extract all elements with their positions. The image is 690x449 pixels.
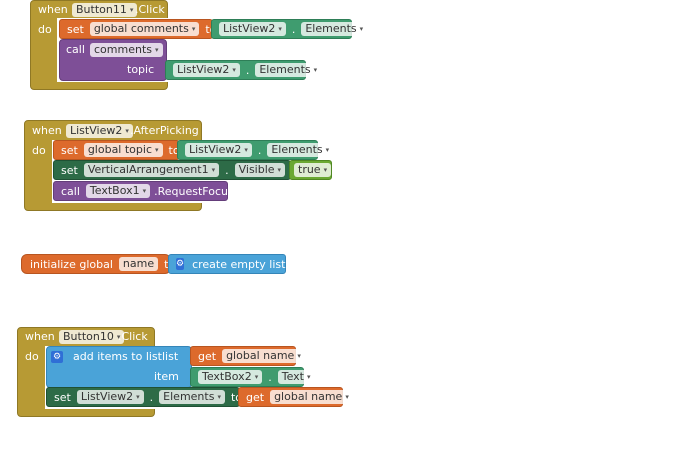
event-name-click: .Click — [135, 3, 165, 16]
listview2-elements-getter[interactable]: ListView2▾ . Elements▾ — [211, 19, 368, 39]
topic-label: topic — [127, 63, 155, 76]
true-boolean-block[interactable]: true▾ — [289, 160, 332, 180]
component-dropdown-listview2[interactable]: ListView2▾ — [66, 124, 133, 138]
get-global-name-block[interactable]: get global name▾ — [190, 346, 305, 366]
call-comments-block[interactable]: call comments▾ topic — [59, 39, 167, 81]
property-dropdown-elements[interactable]: Elements▾ — [159, 390, 225, 404]
component-dropdown-textbox1[interactable]: TextBox1▾ — [85, 184, 151, 198]
do-label: do — [38, 23, 52, 36]
component-dropdown-listview2[interactable]: ListView2▾ — [173, 63, 240, 77]
component-dropdown-button11[interactable]: Button11▾ — [72, 3, 138, 17]
component-dropdown-listview2[interactable]: ListView2▾ — [185, 143, 252, 157]
call-textbox1-requestfocus-block[interactable]: call TextBox1▾ .RequestFocus — [53, 181, 234, 201]
component-dropdown-verticalarrangement1[interactable]: VerticalArrangement1▾ — [83, 163, 220, 177]
when-label: when — [25, 330, 55, 343]
variable-dropdown-global-topic[interactable]: global topic▾ — [83, 143, 163, 157]
method-name-requestfocus: .RequestFocus — [154, 184, 234, 198]
boolean-dropdown-true[interactable]: true▾ — [294, 163, 332, 177]
do-label: do — [32, 144, 46, 157]
set-verticalarrangement1-visible-block[interactable]: set VerticalArrangement1▾ . Visible▾ to — [53, 160, 302, 180]
get-global-name-block-2[interactable]: get global name▾ — [238, 387, 353, 407]
property-dropdown-elements[interactable]: Elements▾ — [301, 22, 368, 36]
gear-icon[interactable]: ⚙ — [176, 258, 185, 270]
component-dropdown-listview2[interactable]: ListView2▾ — [76, 390, 144, 404]
item-label: item — [154, 370, 179, 383]
initialize-global-name-block[interactable]: initialize global name to — [21, 254, 175, 274]
add-items-to-list-block[interactable]: ⚙ add items to list list item — [46, 346, 192, 388]
event-name-click: .Click — [118, 330, 148, 343]
event-name-afterpicking: .AfterPicking — [130, 124, 199, 137]
set-listview2-elements-block[interactable]: set ListView2▾ . Elements▾ to — [46, 387, 242, 407]
do-label: do — [25, 350, 39, 363]
textbox2-text-getter[interactable]: TextBox2▾ . Text▾ — [190, 367, 315, 387]
property-dropdown-visible[interactable]: Visible▾ — [234, 163, 286, 177]
component-dropdown-button10[interactable]: Button10▾ — [59, 330, 125, 344]
list-label: list — [162, 350, 179, 363]
when-label: when — [32, 124, 62, 137]
component-dropdown-listview2[interactable]: ListView2▾ — [219, 22, 286, 36]
variable-dropdown-global-name[interactable]: global name▾ — [270, 390, 353, 404]
set-global-comments-block[interactable]: set global comments▾ to — [59, 19, 216, 39]
property-dropdown-elements[interactable]: Elements▾ — [267, 143, 334, 157]
component-dropdown-textbox2[interactable]: TextBox2▾ — [198, 370, 263, 384]
listview2-elements-getter[interactable]: ListView2▾ . Elements▾ — [177, 140, 334, 160]
property-dropdown-text[interactable]: Text▾ — [277, 370, 315, 384]
when-label: when — [38, 3, 68, 16]
variable-name-field[interactable]: name — [118, 257, 159, 271]
variable-dropdown-global-name[interactable]: global name▾ — [222, 349, 305, 363]
property-dropdown-elements[interactable]: Elements▾ — [255, 63, 322, 77]
procedure-dropdown-comments[interactable]: comments▾ — [90, 43, 163, 57]
gear-icon[interactable]: ⚙ — [51, 351, 63, 363]
create-empty-list-block[interactable]: ⚙ create empty list — [168, 254, 286, 274]
topic-listview2-elements-getter[interactable]: ListView2▾ . Elements▾ — [165, 60, 322, 80]
set-global-topic-block[interactable]: set global topic▾ to — [53, 140, 180, 160]
variable-dropdown-global-comments[interactable]: global comments▾ — [89, 22, 200, 36]
